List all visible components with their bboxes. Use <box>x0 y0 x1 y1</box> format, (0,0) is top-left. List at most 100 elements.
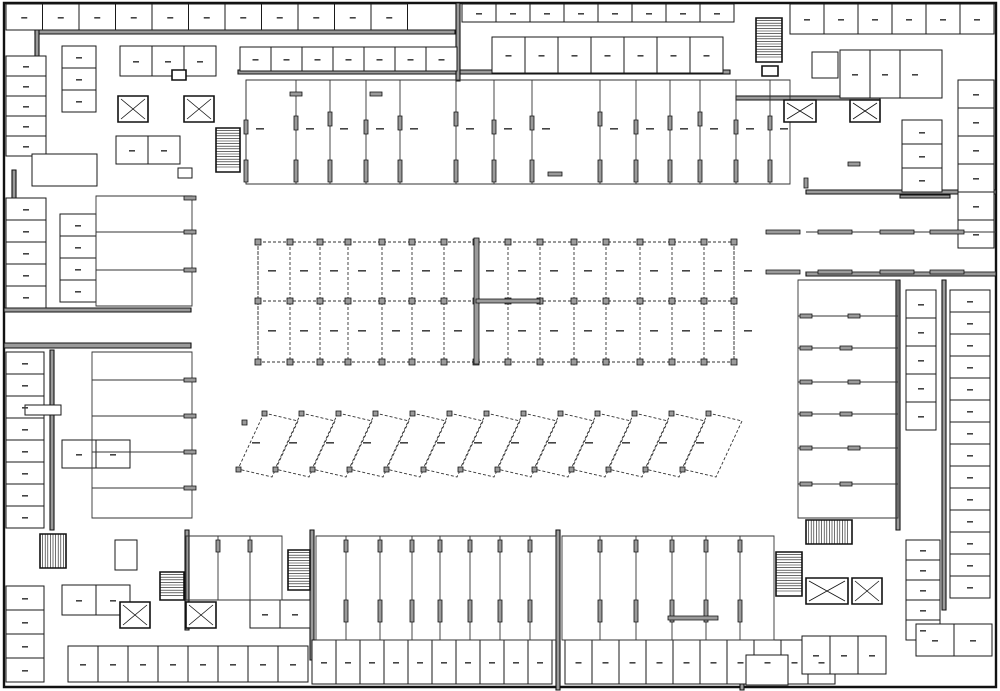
utility-room-138 <box>32 154 97 186</box>
room-tag-119 <box>23 146 29 148</box>
room-tag-311 <box>841 655 847 657</box>
column-358 <box>598 160 602 182</box>
room-tag-63 <box>872 19 878 21</box>
room-tag-91 <box>345 59 352 61</box>
room-tag-557 <box>682 270 690 272</box>
room-tag-117 <box>23 126 29 128</box>
room-tag-235 <box>22 598 28 600</box>
room-tag-200 <box>967 521 973 523</box>
column-381 <box>370 92 382 96</box>
column-579 <box>273 467 278 472</box>
room-tag-113 <box>23 86 29 88</box>
room-tag-151 <box>973 178 979 180</box>
room-tag-178 <box>918 416 924 418</box>
column-542 <box>603 239 609 245</box>
column-459 <box>598 600 602 622</box>
room-tag-355 <box>542 128 550 130</box>
column-424 <box>818 270 852 274</box>
room-tag-237 <box>22 622 28 624</box>
room-tag-35 <box>276 17 283 19</box>
column-484 <box>287 359 293 365</box>
room-tag-135 <box>75 269 81 271</box>
column-418 <box>840 482 852 486</box>
room-tag-99 <box>133 61 139 63</box>
column-412 <box>840 412 852 416</box>
room-tag-498 <box>358 330 366 332</box>
room-tag-263 <box>230 664 236 666</box>
room-tag-149 <box>973 150 979 152</box>
room-tag-69 <box>974 19 980 21</box>
column-514 <box>441 359 447 365</box>
column-357 <box>598 112 602 126</box>
column-602 <box>521 411 526 416</box>
room-tag-287 <box>537 662 543 664</box>
column-582 <box>336 411 341 416</box>
column-623 <box>680 467 685 472</box>
room-tag-309 <box>813 655 819 657</box>
room-tag-196 <box>967 477 973 479</box>
wall-band-3 <box>456 3 460 81</box>
wall-band-11 <box>556 530 560 690</box>
room-tag-261 <box>200 664 206 666</box>
column-506 <box>409 239 415 245</box>
room-tag-81 <box>670 55 677 57</box>
column-439 <box>378 540 382 552</box>
column-482 <box>287 239 293 245</box>
room-tag-492 <box>330 330 338 332</box>
column-329 <box>294 116 298 130</box>
room-tag-293 <box>629 662 636 664</box>
storage-room-98 <box>120 46 152 76</box>
column-625 <box>242 420 247 425</box>
room-tag-101 <box>165 61 171 63</box>
column-477 <box>255 298 261 304</box>
room-tag-208 <box>920 550 926 552</box>
parking-bay-429 <box>186 536 282 600</box>
room-tag-307 <box>818 662 825 664</box>
room-tag-620 <box>659 442 667 444</box>
room-tag-47 <box>544 13 550 15</box>
room-tag-552 <box>650 330 658 332</box>
room-tag-313 <box>869 655 875 657</box>
column-406 <box>840 346 852 350</box>
room-tag-515 <box>454 270 462 272</box>
room-tag-180 <box>967 301 973 303</box>
elevator-cross-649 <box>855 581 879 601</box>
room-tag-533 <box>550 270 558 272</box>
parking-bay-434 <box>316 536 556 640</box>
column-548 <box>637 239 643 245</box>
storage-room-217 <box>812 52 838 78</box>
column-555 <box>669 298 675 304</box>
angled-stall-585 <box>349 413 409 477</box>
room-tag-327 <box>256 128 264 130</box>
room-tag-351 <box>504 128 512 130</box>
column-382 <box>548 172 562 176</box>
column-369 <box>698 112 702 126</box>
column-490 <box>317 359 323 365</box>
room-tag-111 <box>23 66 29 68</box>
column-488 <box>317 239 323 245</box>
room-tag-527 <box>518 270 526 272</box>
room-tag-186 <box>967 367 973 369</box>
column-446 <box>438 600 442 622</box>
room-tag-229 <box>22 473 28 475</box>
elevator-cross-628 <box>121 99 145 119</box>
column-614 <box>632 411 637 416</box>
column-595 <box>421 467 426 472</box>
room-tag-305 <box>791 662 798 664</box>
column-467 <box>704 540 708 552</box>
room-tag-271 <box>345 662 351 664</box>
room-tag-133 <box>75 247 81 249</box>
room-tag-486 <box>300 330 308 332</box>
column-500 <box>379 239 385 245</box>
column-455 <box>528 600 532 622</box>
room-tag-57 <box>714 13 720 15</box>
room-tag-239 <box>22 646 28 648</box>
column-425 <box>880 230 914 234</box>
elevator-and-stair-cores <box>40 18 882 628</box>
wall-band-6 <box>35 30 455 34</box>
room-tag-61 <box>838 19 844 21</box>
wall-band-9 <box>806 190 996 194</box>
column-393 <box>184 378 196 382</box>
room-tag-49 <box>578 13 584 15</box>
column-361 <box>634 120 638 134</box>
